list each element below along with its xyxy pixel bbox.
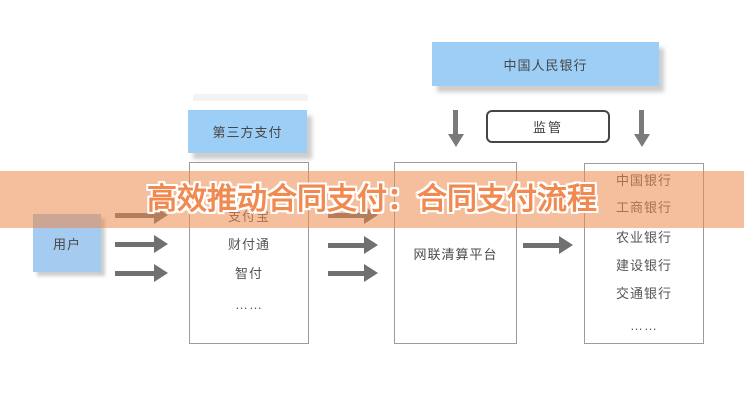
supervision-label: 监管 (532, 120, 563, 135)
third-party-label: 第三方支付 (212, 125, 283, 140)
central-bank-label: 中国人民银行 (503, 57, 588, 73)
central-bank-node: 中国人民银行 (432, 42, 659, 86)
list-item: …… (235, 297, 263, 312)
clearing-platform-label: 网联清算平台 (413, 246, 498, 262)
list-item: 建设银行 (615, 258, 672, 273)
arrow-right-icon (328, 264, 378, 282)
faint-strip (193, 94, 308, 101)
supervision-box: 监管 (486, 110, 610, 143)
arrow-down-icon (633, 110, 650, 147)
arrow-right-icon (328, 236, 378, 254)
third-party-header-node: 第三方支付 (188, 110, 307, 153)
arrow-down-icon (447, 110, 464, 147)
list-item: 农业银行 (615, 230, 672, 245)
list-item: …… (630, 318, 658, 333)
arrow-right-icon (115, 235, 168, 253)
list-item: 智付 (234, 266, 263, 281)
page-title: 高效推动合同支付：合同支付流程 (147, 183, 597, 216)
arrow-right-icon (115, 264, 168, 282)
list-item: 财付通 (227, 237, 270, 252)
user-label: 用户 (52, 236, 81, 252)
list-item: 交通银行 (615, 286, 672, 301)
title-overlay-band (0, 171, 744, 228)
arrow-right-icon (523, 236, 573, 254)
